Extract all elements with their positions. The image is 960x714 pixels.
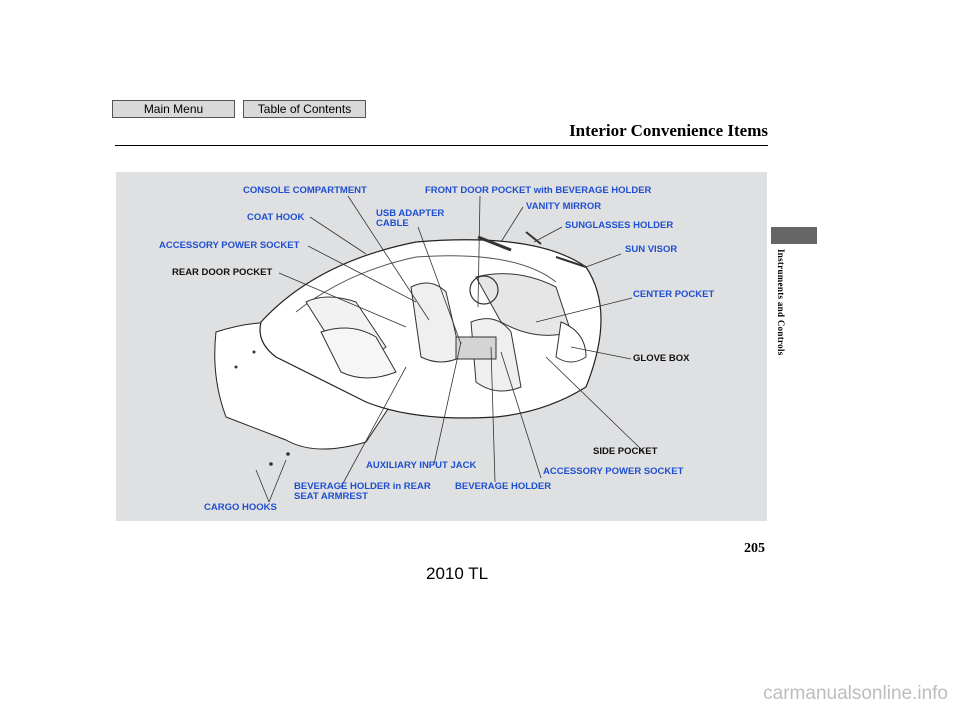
watermark: carmanualsonline.info [763, 683, 948, 704]
label-beverage-holder: BEVERAGE HOLDER [455, 481, 552, 492]
car-interior-drawing [214, 195, 645, 503]
header-rule [115, 145, 768, 146]
label-console-compartment: CONSOLE COMPARTMENT [243, 185, 367, 196]
label-sunglasses-holder: SUNGLASSES HOLDER [565, 220, 674, 231]
label-coat-hook: COAT HOOK [247, 212, 305, 223]
label-rear-door-pocket: REAR DOOR POCKET [172, 267, 273, 278]
label-center-pocket: CENTER POCKET [633, 289, 715, 300]
label-beverage-holder-rear-armrest: SEAT ARMREST [294, 491, 368, 502]
label-auxiliary-input-jack: AUXILIARY INPUT JACK [366, 460, 477, 471]
label-vanity-mirror: VANITY MIRROR [526, 201, 602, 212]
label-accessory-power-socket-front: ACCESSORY POWER SOCKET [543, 466, 684, 477]
label-usb-adapter-cable: CABLE [376, 218, 409, 229]
label-beverage-holder-rear: BEVERAGE HOLDER in REAR [294, 481, 431, 492]
label-glove-box: GLOVE BOX [633, 353, 690, 364]
model-name: 2010 TL [426, 564, 489, 583]
label-sun-visor: SUN VISOR [625, 244, 678, 255]
interior-illustration: CONSOLE COMPARTMENT FRONT DOOR POCKET wi… [116, 172, 767, 521]
label-usb-adapter: USB ADAPTER [376, 208, 445, 219]
section-tab-marker [771, 227, 817, 244]
label-front-door-pocket: FRONT DOOR POCKET with BEVERAGE HOLDER [425, 185, 652, 196]
label-accessory-power-socket-rear: ACCESSORY POWER SOCKET [159, 240, 300, 251]
page-number: 205 [744, 541, 765, 556]
label-cargo-hooks: CARGO HOOKS [204, 502, 277, 513]
page-title: Interior Convenience Items [569, 121, 768, 140]
section-label: Instruments and Controls [776, 249, 786, 356]
label-side-pocket: SIDE POCKET [593, 446, 658, 457]
table-of-contents-button[interactable]: Table of Contents [243, 100, 366, 118]
main-menu-button[interactable]: Main Menu [112, 100, 235, 118]
